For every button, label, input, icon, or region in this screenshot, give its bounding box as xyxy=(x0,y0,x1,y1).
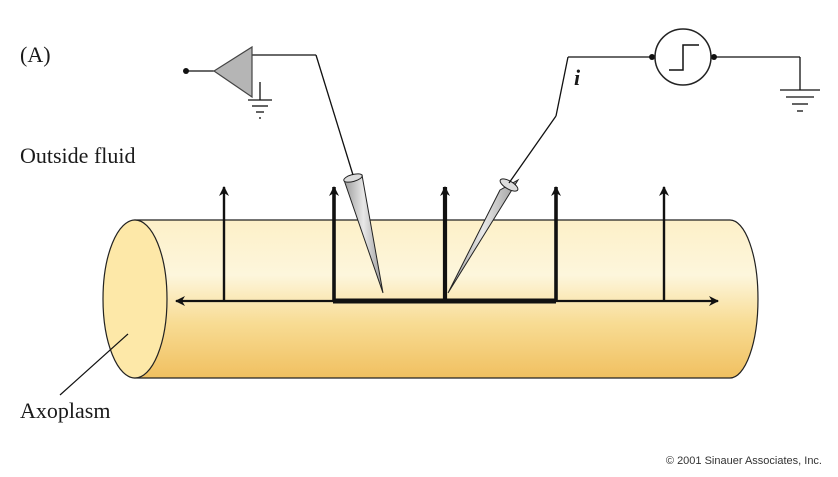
source-terminal-right xyxy=(711,54,717,60)
amplifier-icon xyxy=(212,45,253,99)
axon-end-cap xyxy=(102,219,168,379)
recording-electrode xyxy=(343,173,384,294)
axoplasm-label: Axoplasm xyxy=(20,398,111,423)
current-source-circuit xyxy=(508,56,820,184)
axoplasm-leader-line xyxy=(59,333,129,396)
current-label: i xyxy=(574,65,581,90)
step-current-source-icon xyxy=(654,28,712,86)
source-terminal-left xyxy=(649,54,655,60)
amplifier-circuit xyxy=(187,54,354,176)
amplifier-output-terminal xyxy=(183,68,189,74)
stimulating-electrode xyxy=(447,178,520,294)
membrane-current-arrows xyxy=(219,186,669,301)
outside-fluid-label: Outside fluid xyxy=(20,143,136,168)
panel-label: (A) xyxy=(20,42,51,67)
copyright-notice: © 2001 Sinauer Associates, Inc. xyxy=(665,455,822,467)
